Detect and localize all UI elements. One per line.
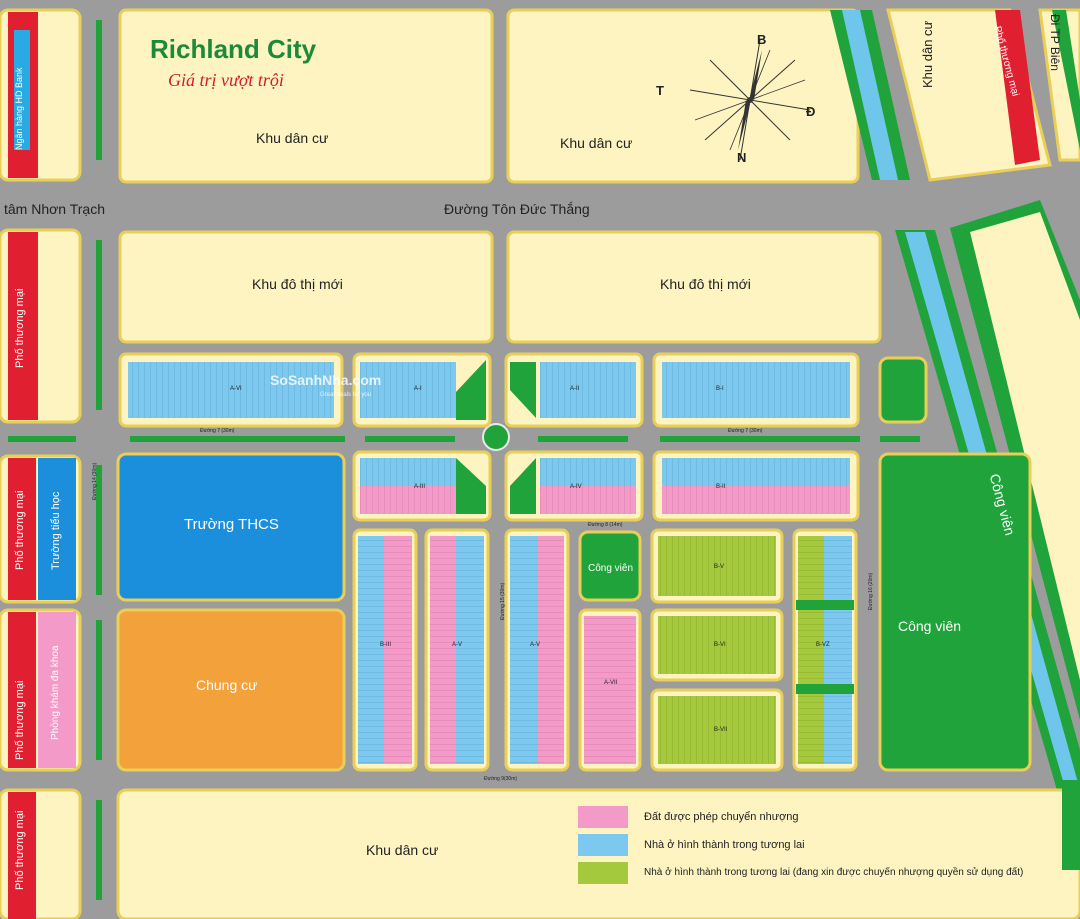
strip-pho-tm-2: Phố thương mại xyxy=(14,490,26,570)
road-duong7-left: Đường 7 (30m) xyxy=(200,428,235,434)
road-duong8: Đường 8 (14m) xyxy=(588,522,623,528)
zone-khu-do-thi-2: Khu đô thị mới xyxy=(660,276,751,292)
block-a-iii: A-III xyxy=(414,484,426,490)
road-ton-duc-thang: Đường Tôn Đức Thắng xyxy=(444,201,590,217)
block-b-vii: B-VII xyxy=(714,727,728,733)
road-duong14: Đường 14 (30m) xyxy=(92,462,98,500)
block-b-vz: B-VZ xyxy=(816,642,830,648)
legend-item-2: Nhà ở hình thành trong tương lai xyxy=(644,839,805,851)
block-a-vb: A-V xyxy=(530,642,541,648)
logo-slogan: Giá trị vượt trội xyxy=(168,70,284,90)
block-b-iii: B-III xyxy=(380,642,392,648)
block-b-v: B-V xyxy=(714,564,725,570)
road-duong16: Đường 16 (20m) xyxy=(868,572,874,610)
logo: Richland City xyxy=(150,34,316,65)
road-duong15: Đường 15 (30m) xyxy=(500,582,506,620)
legend-swatch-pink xyxy=(578,806,628,828)
legend-swatch-blue xyxy=(578,834,628,856)
strip-phong-kham: Phòng khám đa khoa xyxy=(50,645,61,740)
compass-south: N xyxy=(737,150,747,165)
block-a-vi: A-VI xyxy=(230,386,242,392)
watermark-tag: Great deals for you xyxy=(320,392,372,398)
block-b-i: B-I xyxy=(716,386,724,392)
logo-brand: Richland City xyxy=(150,34,317,64)
block-a-ii: A-II xyxy=(570,386,580,392)
strip-truong-tieu-hoc: Trường tiểu học xyxy=(50,491,62,570)
zone-chung-cu: Chung cư xyxy=(196,677,258,693)
legend-item-1: Đất được phép chuyển nhượng xyxy=(644,811,799,823)
block-a-v: A-V xyxy=(452,642,463,648)
zone-truong-thcs: Trường THCS xyxy=(184,516,279,533)
zone-cong-vien-big: Công viên xyxy=(898,618,962,634)
watermark-brand: SoSanhNha.com xyxy=(270,372,382,388)
block-b-vi: B-VI xyxy=(714,642,726,648)
zone-khu-do-thi-1: Khu đô thị mới xyxy=(252,276,343,292)
strip-ngan-hang: Ngân hàng HD Bank xyxy=(14,67,24,150)
compass-east: Đ xyxy=(806,104,816,119)
block-b-ii: B-II xyxy=(716,484,726,490)
block-a-i: A-I xyxy=(414,386,422,392)
legend-swatch-lime xyxy=(578,862,628,884)
road-right-top: Đi TP Biên xyxy=(1048,14,1062,71)
strip-pho-tm-3: Phố thương mại xyxy=(14,680,26,760)
zone-cong-vien-small: Công viên xyxy=(588,563,634,574)
strip-pho-tm-4: Phố thương mại xyxy=(14,810,26,890)
strip-pho-tm-1: Phố thương mại xyxy=(14,288,26,368)
zone-khu-dan-cu-1: Khu dân cư xyxy=(256,130,329,146)
road-duong9: Đường 9(30m) xyxy=(484,776,518,782)
compass-west: T xyxy=(656,83,664,98)
block-a-iv: A-IV xyxy=(570,484,582,490)
zone-khu-dan-cu-3: Khu dân cư xyxy=(920,20,935,88)
legend-item-3: Nhà ở hình thành trong tương lai (đang x… xyxy=(644,867,1024,878)
road-left: tâm Nhơn Trạch xyxy=(4,201,105,217)
block-a-vii: A-VII xyxy=(604,680,618,686)
zone-khu-dan-cu-2: Khu dân cư xyxy=(560,135,633,151)
compass-north: B xyxy=(757,32,767,47)
road-duong7-right: Đường 7 (30m) xyxy=(728,428,763,434)
zone-khu-dan-cu-bottom: Khu dân cư xyxy=(366,842,439,858)
compass-rose-icon xyxy=(689,39,811,161)
